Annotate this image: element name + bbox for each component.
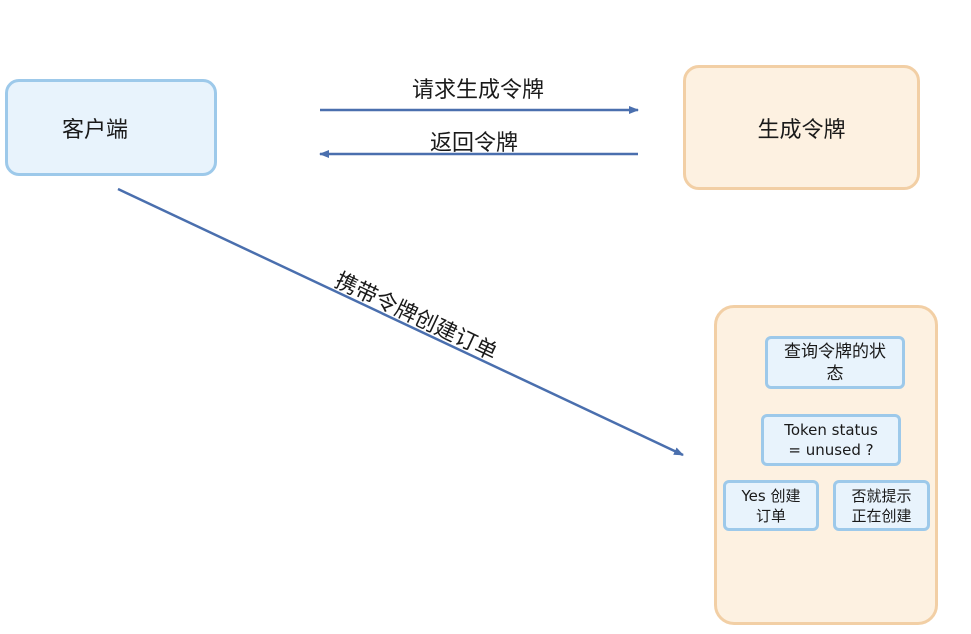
query-token-status-node: 查询令牌的状态 bbox=[765, 336, 905, 389]
create-order-arrow bbox=[117, 187, 684, 457]
token-check-label: Token status = unused ? bbox=[784, 421, 878, 459]
request-token-label: 请求生成令牌 bbox=[412, 78, 545, 103]
token-check-node: Token status = unused ? bbox=[761, 414, 901, 466]
client-label: 客户端 bbox=[62, 117, 129, 143]
yes-branch-node: Yes 创建订单 bbox=[723, 480, 819, 531]
client-node: 客户端 bbox=[5, 79, 217, 176]
yes-branch-label: Yes 创建订单 bbox=[741, 486, 801, 525]
query-token-status-label: 查询令牌的状态 bbox=[784, 341, 886, 384]
token-generator-node: 生成令牌 bbox=[683, 65, 920, 190]
token-generator-label: 生成令牌 bbox=[757, 117, 846, 143]
no-branch-label: 否就提示正在创建 bbox=[851, 486, 912, 525]
no-branch-node: 否就提示正在创建 bbox=[833, 480, 930, 531]
return-token-label: 返回令牌 bbox=[430, 131, 519, 156]
